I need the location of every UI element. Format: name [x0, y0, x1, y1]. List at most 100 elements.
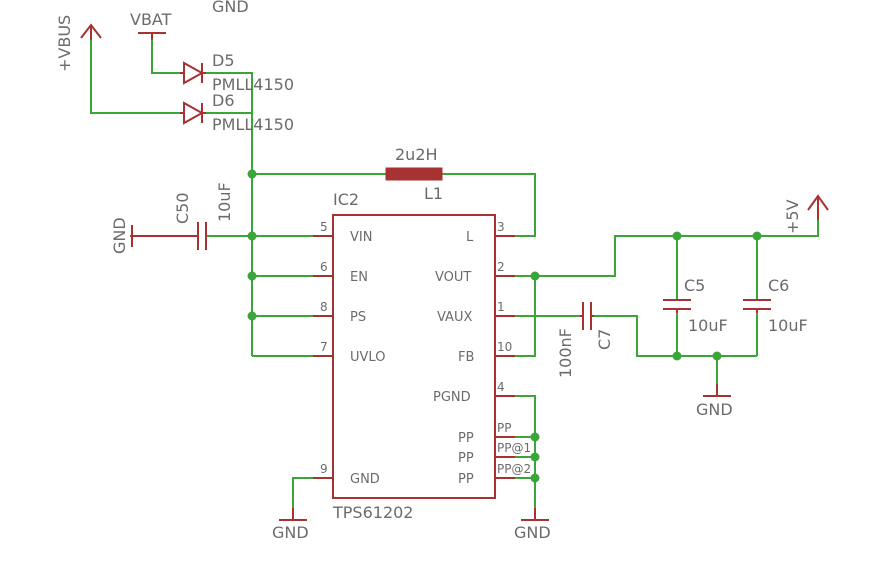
d6-value: PMLL4150	[212, 115, 294, 134]
wire-vbat-d5	[151, 38, 180, 74]
ic2-left-pin-stubs	[313, 235, 333, 479]
pin-number-pp: PP	[497, 421, 511, 435]
pin-name-pp1: PP	[458, 451, 474, 466]
pin-number-l: 3	[497, 220, 505, 234]
vbus-arrow-icon	[80, 23, 102, 40]
diode-d6: D6 PMLL4150	[180, 91, 294, 134]
c5-name: C5	[684, 276, 705, 295]
diode-d5: D5 PMLL4150	[180, 51, 294, 94]
wire-c7-gnd	[594, 315, 757, 357]
c50-name: C50	[173, 192, 192, 224]
junction-dot	[672, 231, 682, 241]
pin-number-fb: 10	[497, 340, 512, 354]
inductor-l1: 2u2H L1	[385, 145, 443, 203]
pin-number-vout: 2	[497, 260, 505, 274]
junction-dot	[672, 351, 682, 361]
gnd-label-caps: GND	[696, 400, 733, 419]
junction-dot	[530, 452, 540, 462]
ground-icon	[279, 508, 307, 521]
c6-name: C6	[768, 276, 789, 295]
plus5v-arrow-icon	[807, 194, 829, 220]
wire-vout	[495, 218, 819, 277]
gnd-label-left: GND	[110, 217, 129, 254]
pin-name-pp: PP	[458, 431, 474, 446]
pin-number-vin: 5	[320, 220, 328, 234]
gnd-symbol-ic-left: GND	[272, 508, 309, 542]
ic2-tps61202: IC2 TPS61202 5 VIN 6 EN 8 PS 7 UVLO 9 GN…	[313, 190, 531, 522]
c7-value: 100nF	[556, 328, 575, 378]
junction-dot	[247, 169, 257, 179]
pin-number-pgnd: 4	[497, 380, 505, 394]
gnd-label-ic-left: GND	[272, 523, 309, 542]
l1-name: L1	[424, 184, 443, 203]
c5-plates-icon	[663, 299, 691, 313]
pin-number-vaux: 1	[497, 300, 505, 314]
pin-name-en: EN	[350, 270, 368, 285]
wire-d5-out	[204, 72, 253, 356]
c50-plates-icon	[130, 222, 207, 250]
junction-dot	[530, 271, 540, 281]
pin-name-uvlo: UVLO	[350, 350, 385, 365]
gnd-symbol-ic-right: GND	[514, 508, 551, 542]
junction-dot	[247, 271, 257, 281]
capacitor-c6: C6 10uF	[743, 276, 808, 335]
d6-name: D6	[212, 91, 235, 110]
pin-name-fb: FB	[458, 350, 474, 365]
d5-name: D5	[212, 51, 235, 70]
plus5v-label: +5V	[783, 199, 802, 234]
capacitor-c7: C7 100nF	[556, 302, 614, 378]
d5-value: PMLL4150	[212, 75, 294, 94]
junction-dot	[247, 231, 257, 241]
vbat-bar	[138, 32, 166, 40]
vbat-label: VBAT	[130, 10, 172, 29]
ic2-part: TPS61202	[332, 503, 413, 522]
pin-number-en: 6	[320, 260, 328, 274]
c50-value: 10uF	[215, 182, 234, 222]
junction-dot	[530, 473, 540, 483]
d5-body-icon	[180, 61, 206, 85]
gnd-symbol-caps: GND	[696, 384, 733, 419]
c6-value: 10uF	[768, 316, 808, 335]
c7-plates-icon	[580, 302, 594, 330]
wire-vbus-d6	[90, 38, 180, 114]
junctions	[247, 169, 762, 483]
pin-number-pp2: PP@2	[497, 462, 531, 476]
wire-ic-gnd	[292, 477, 333, 520]
c6-plates-icon	[743, 299, 771, 313]
c7-name: C7	[595, 329, 614, 350]
c5-value: 10uF	[688, 316, 728, 335]
pin-name-vout: VOUT	[435, 270, 471, 285]
ground-icon	[703, 384, 731, 397]
ic2-right-pin-stubs	[495, 235, 515, 479]
junction-dot	[247, 311, 257, 321]
pin-name-pp2: PP	[458, 472, 474, 487]
pin-name-vaux: VAUX	[437, 310, 472, 325]
l1-body-icon	[385, 167, 443, 181]
junction-dot	[530, 432, 540, 442]
pin-number-ps: 8	[320, 300, 328, 314]
junction-dot	[752, 231, 762, 241]
d6-body-icon	[180, 101, 206, 125]
gnd-label-ic-right: GND	[514, 523, 551, 542]
vbat-symbol: VBAT	[130, 10, 172, 40]
vbus-label: +VBUS	[55, 15, 74, 72]
pin-name-gnd: GND	[350, 472, 380, 487]
capacitor-c50: C50 10uF GND	[110, 182, 234, 254]
plus5v-symbol: +5V	[783, 194, 829, 234]
pin-name-l: L	[466, 230, 474, 245]
gnd-label-top: GND	[212, 0, 249, 16]
pin-name-pgnd: PGND	[433, 390, 471, 405]
pin-name-vin: VIN	[350, 230, 372, 245]
wire-inductor-to-L	[442, 173, 536, 237]
pin-name-ps: PS	[350, 310, 366, 325]
pin-number-gnd: 9	[320, 462, 328, 476]
vbus-symbol: +VBUS	[55, 15, 102, 72]
ground-icon	[521, 508, 549, 521]
ic2-name: IC2	[333, 190, 359, 209]
capacitor-c5: C5 10uF	[663, 276, 728, 335]
junction-dot	[712, 351, 722, 361]
pin-number-pp1: PP@1	[497, 441, 531, 455]
l1-value: 2u2H	[395, 145, 438, 164]
pin-number-uvlo: 7	[320, 340, 328, 354]
